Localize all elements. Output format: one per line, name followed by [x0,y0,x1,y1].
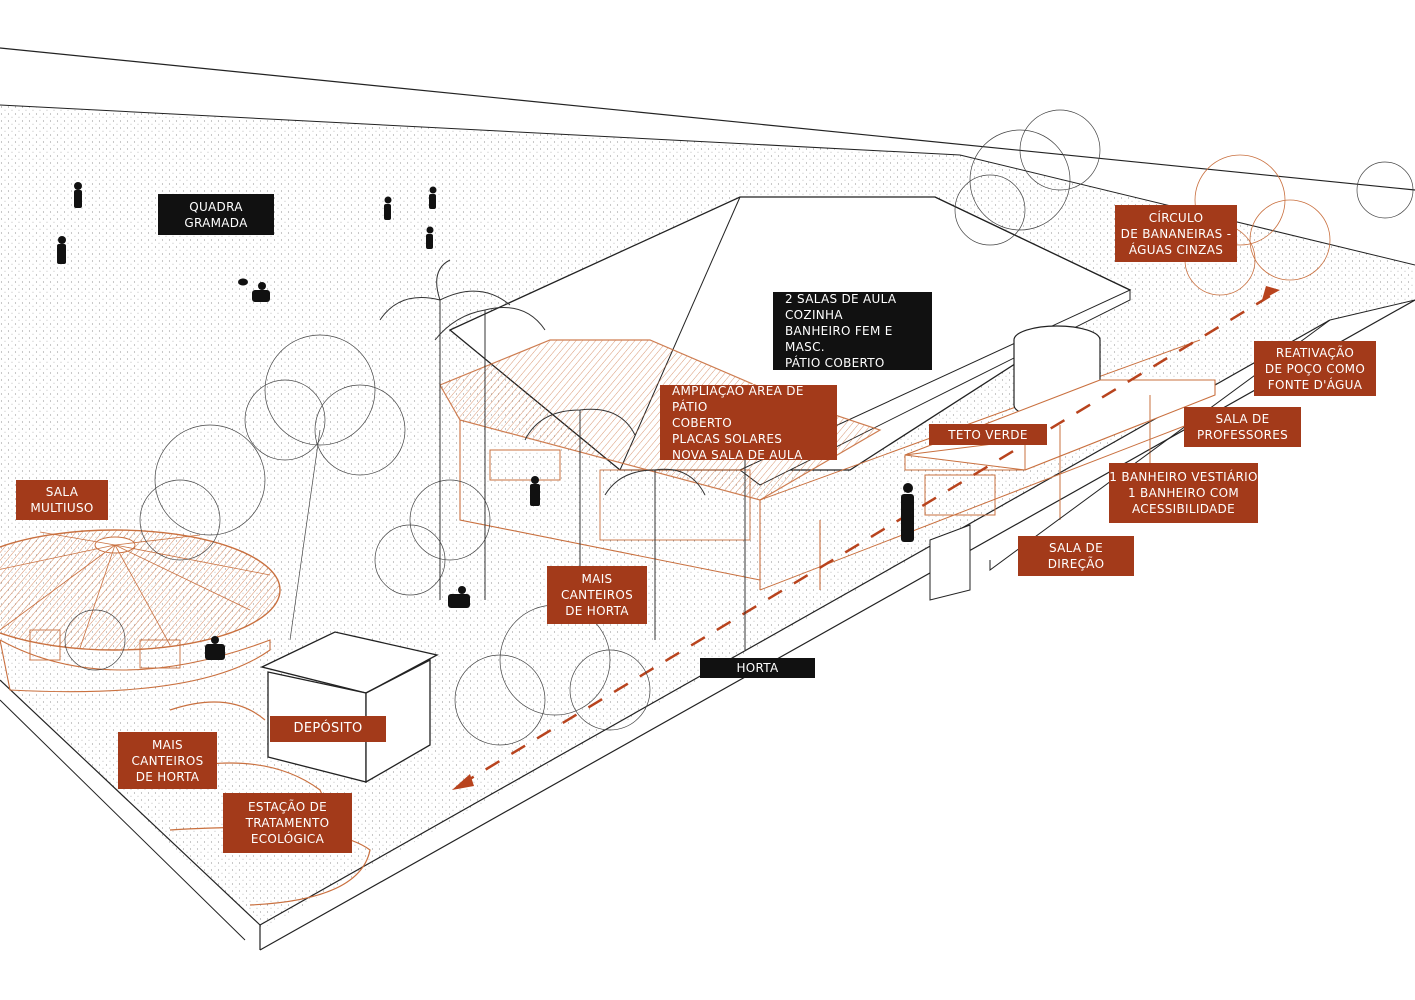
label-teto-verde: TETO VERDE [929,424,1047,445]
label-salas-de-aula: 2 SALAS DE AULA COZINHA BANHEIRO FEM E M… [773,292,932,370]
multiuse-building [0,529,281,693]
label-mais-canteiros-1: MAIS CANTEIROS DE HORTA [547,566,647,624]
person-figure-icon [57,182,914,660]
label-sala-direcao: SALA DE DIREÇÃO [1018,536,1134,576]
ball-icon [238,278,248,286]
path-arrow-icon [452,286,1281,790]
label-banheiros: 1 BANHEIRO VESTIÁRIO 1 BANHEIRO COM ACES… [1109,463,1258,523]
label-estacao-tratamento: ESTAÇÃO DE TRATAMENTO ECOLÓGICA [223,793,352,853]
label-quadra-gramada: QUADRA GRAMADA [158,194,274,235]
label-sala-multiuso: SALA MULTIUSO [16,480,108,520]
classroom-building [439,196,1331,601]
label-deposito: DEPÓSITO [270,716,386,742]
label-circulo-bananeiras: CÍRCULO DE BANANEIRAS - ÁGUAS CINZAS [1115,205,1237,262]
label-horta: HORTA [700,658,815,678]
label-reativacao-poco: REATIVAÇÃO DE POÇO COMO FONTE D'ÁGUA [1254,341,1376,396]
label-mais-canteiros-2: MAIS CANTEIROS DE HORTA [118,732,217,789]
label-ampliacao-patio: AMPLIAÇÃO ÁREA DE PÁTIO COBERTO PLACAS S… [660,384,837,462]
label-sala-professores: SALA DE PROFESSORES [1184,407,1301,447]
